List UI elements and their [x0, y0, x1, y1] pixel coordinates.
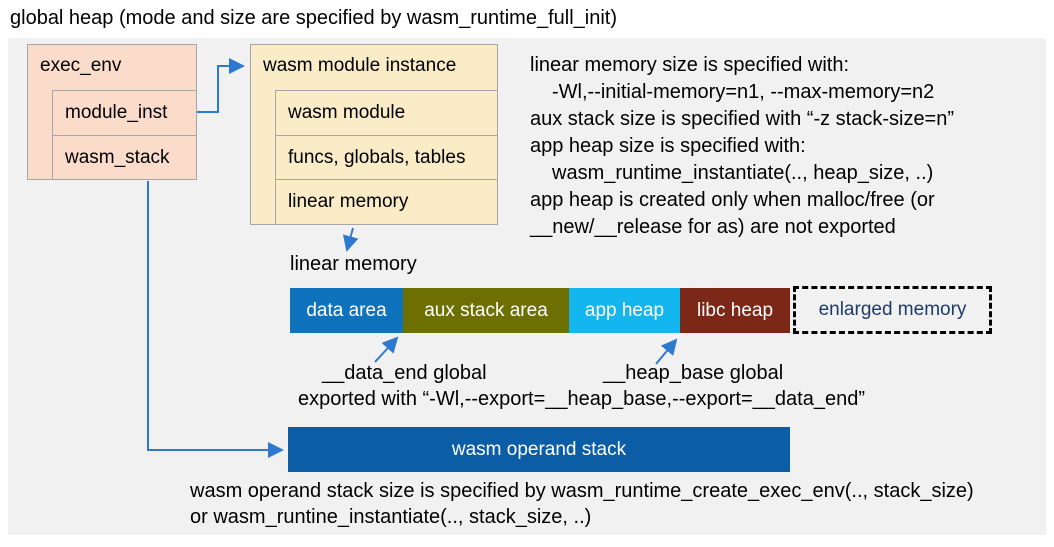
- module-inst-label: module_inst: [65, 102, 168, 123]
- linear-memory-row-label: linear memory: [288, 191, 409, 212]
- segment-aux-stack-area: aux stack area: [403, 288, 569, 333]
- exec-env-header: exec_env: [40, 55, 122, 76]
- diagram-title: global heap (mode and size are specified…: [10, 7, 617, 29]
- module-instance-row-funcs-globals-tables: funcs, globals, tables: [275, 135, 498, 180]
- note-line: wasm_runtime_instantiate(.., heap_size, …: [552, 162, 934, 184]
- footer-line: or wasm_runtine_instantiate(.., stack_si…: [190, 506, 592, 528]
- segment-libc-heap: libc heap: [680, 288, 790, 333]
- module-instance-row-linear-memory: linear memory: [275, 179, 498, 225]
- footer-block: wasm operand stack size is specified by …: [190, 478, 974, 530]
- note-line: -Wl,--initial-memory=n1, --max-memory=n2: [552, 81, 935, 103]
- note-line: app heap size is specified with:: [530, 135, 806, 157]
- linear-memory-label: linear memory: [290, 253, 417, 275]
- footer-line: wasm operand stack size is specified by …: [190, 480, 974, 502]
- wasm-module-label: wasm module: [288, 102, 406, 123]
- segment-data-area: data area: [290, 288, 403, 333]
- exec-env-row-wasm-stack: wasm_stack: [52, 135, 197, 180]
- segment-enlarged-memory: enlarged memory: [793, 286, 992, 334]
- exported-annotation: exported with “-Wl,--export=__heap_base,…: [298, 388, 865, 410]
- note-line: linear memory size is specified with:: [530, 54, 849, 76]
- operand-stack-bar: wasm operand stack: [288, 427, 790, 472]
- note-line: aux stack size is specified with “-z sta…: [530, 108, 955, 130]
- module-instance-header: wasm module instance: [263, 55, 457, 76]
- module-instance-row-wasm-module: wasm module: [275, 90, 498, 136]
- wasm-stack-label: wasm_stack: [65, 146, 170, 168]
- note-line: app heap is created only when malloc/fre…: [530, 189, 935, 211]
- data-end-annotation: __data_end global: [322, 362, 487, 384]
- exec-env-row-module-inst: module_inst: [52, 90, 197, 136]
- note-line: __new/__release for as) are not exported: [530, 216, 896, 238]
- segment-app-heap: app heap: [569, 288, 680, 333]
- heap-base-annotation: __heap_base global: [603, 362, 784, 384]
- notes-block: linear memory size is specified with: -W…: [530, 52, 954, 241]
- funcs-globals-tables-label: funcs, globals, tables: [288, 146, 466, 168]
